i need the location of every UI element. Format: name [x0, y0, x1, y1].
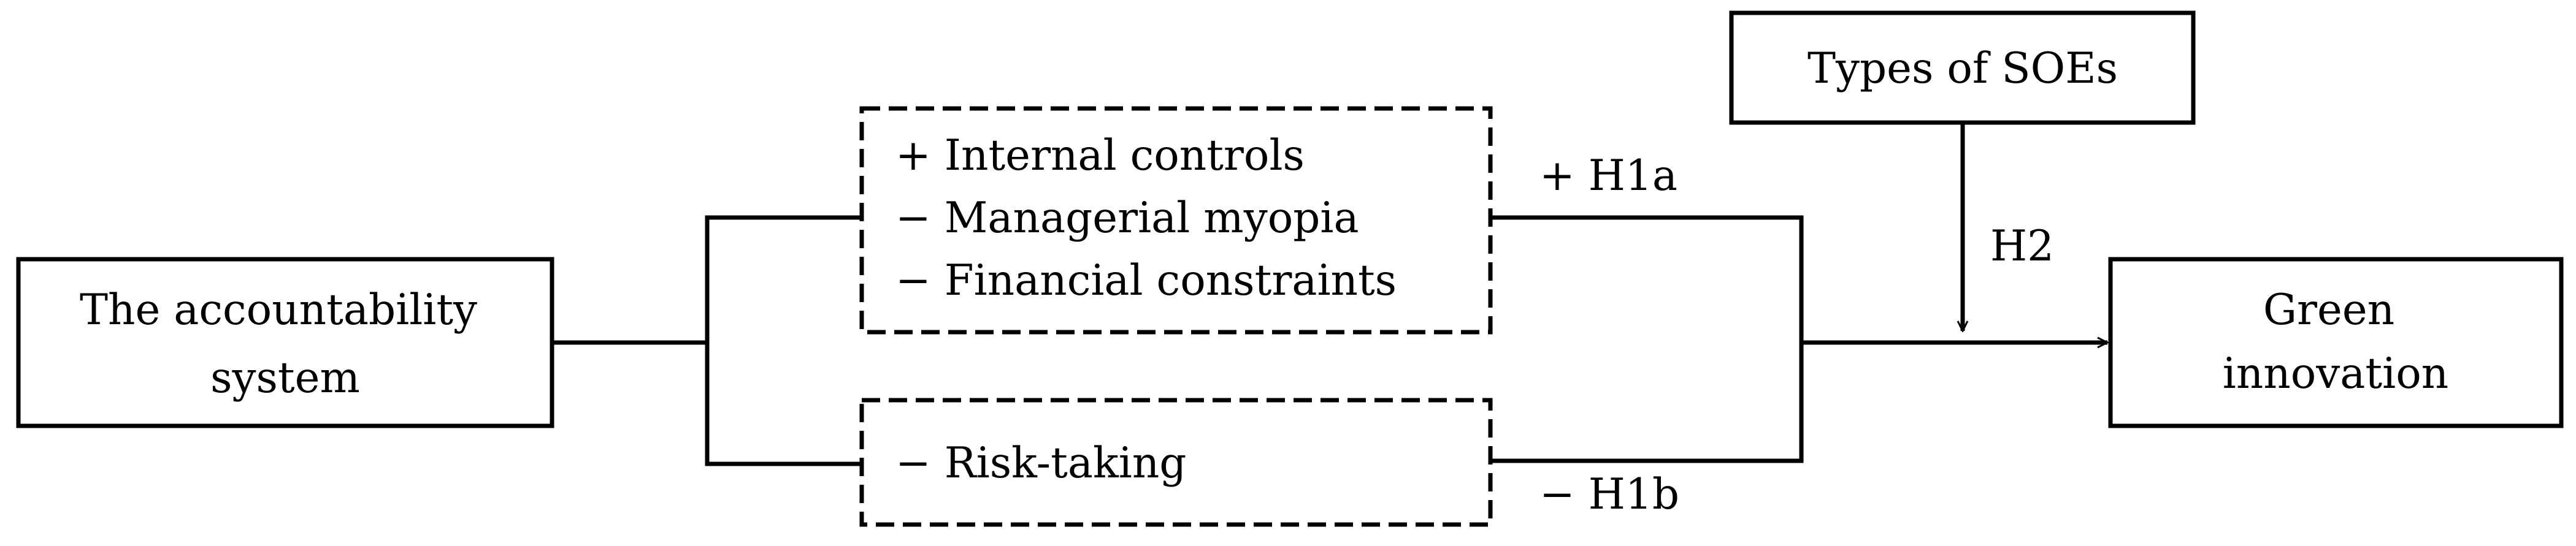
svg-text:+ Internal controls − Ma: + Internal controls − Managerial myopia … — [895, 131, 1397, 305]
mediator-risk-taking: − Risk-taking — [895, 439, 1186, 488]
types-of-soes-box — [1729, 10, 2196, 125]
accountability-system-line-2: system — [210, 354, 360, 403]
mediators-bottom-dashed-box — [859, 398, 1493, 527]
accountability-system-box — [16, 257, 554, 428]
svg-text:The accountability syste: The accountability system — [80, 286, 491, 403]
types-of-soes-label: Types of SOEs — [1807, 44, 2118, 93]
connector-h1a-path — [1490, 215, 1804, 343]
mediators-bottom-node: − Risk-taking — [859, 398, 1493, 527]
green-innovation-box — [2108, 257, 2564, 428]
svg-text:− Risk-taking: − Risk-taking — [895, 439, 1186, 488]
types-of-soes-node: Types of SOEs — [1729, 10, 2196, 125]
connector-branch — [705, 215, 862, 466]
mediator-financial-constraints: − Financial constraints — [895, 256, 1397, 305]
connector-h1b-path — [1490, 343, 1804, 463]
hypothesis-h1b-label: − H1b — [1539, 470, 1679, 519]
connector-lines — [552, 215, 1804, 466]
mediators-top-dashed-box — [859, 106, 1493, 335]
mediators-top-node: + Internal controls − Managerial myopia … — [859, 106, 1493, 335]
hypothesis-h1a-label: + H1a — [1539, 151, 1677, 200]
green-innovation-line-2: innovation — [2223, 349, 2448, 398]
green-innovation-node: Green innovation — [2108, 257, 2564, 428]
hypothesis-h2-label: H2 — [1990, 222, 2054, 271]
green-innovation-line-1: Green — [2263, 286, 2394, 335]
accountability-system-node: The accountability system — [16, 257, 554, 428]
mediator-internal-controls: + Internal controls — [895, 131, 1305, 180]
accountability-system-line-1: The accountability — [80, 286, 477, 335]
svg-text:Green innovation: Green innovation — [2223, 286, 2448, 398]
mediator-managerial-myopia: − Managerial myopia — [895, 194, 1359, 243]
